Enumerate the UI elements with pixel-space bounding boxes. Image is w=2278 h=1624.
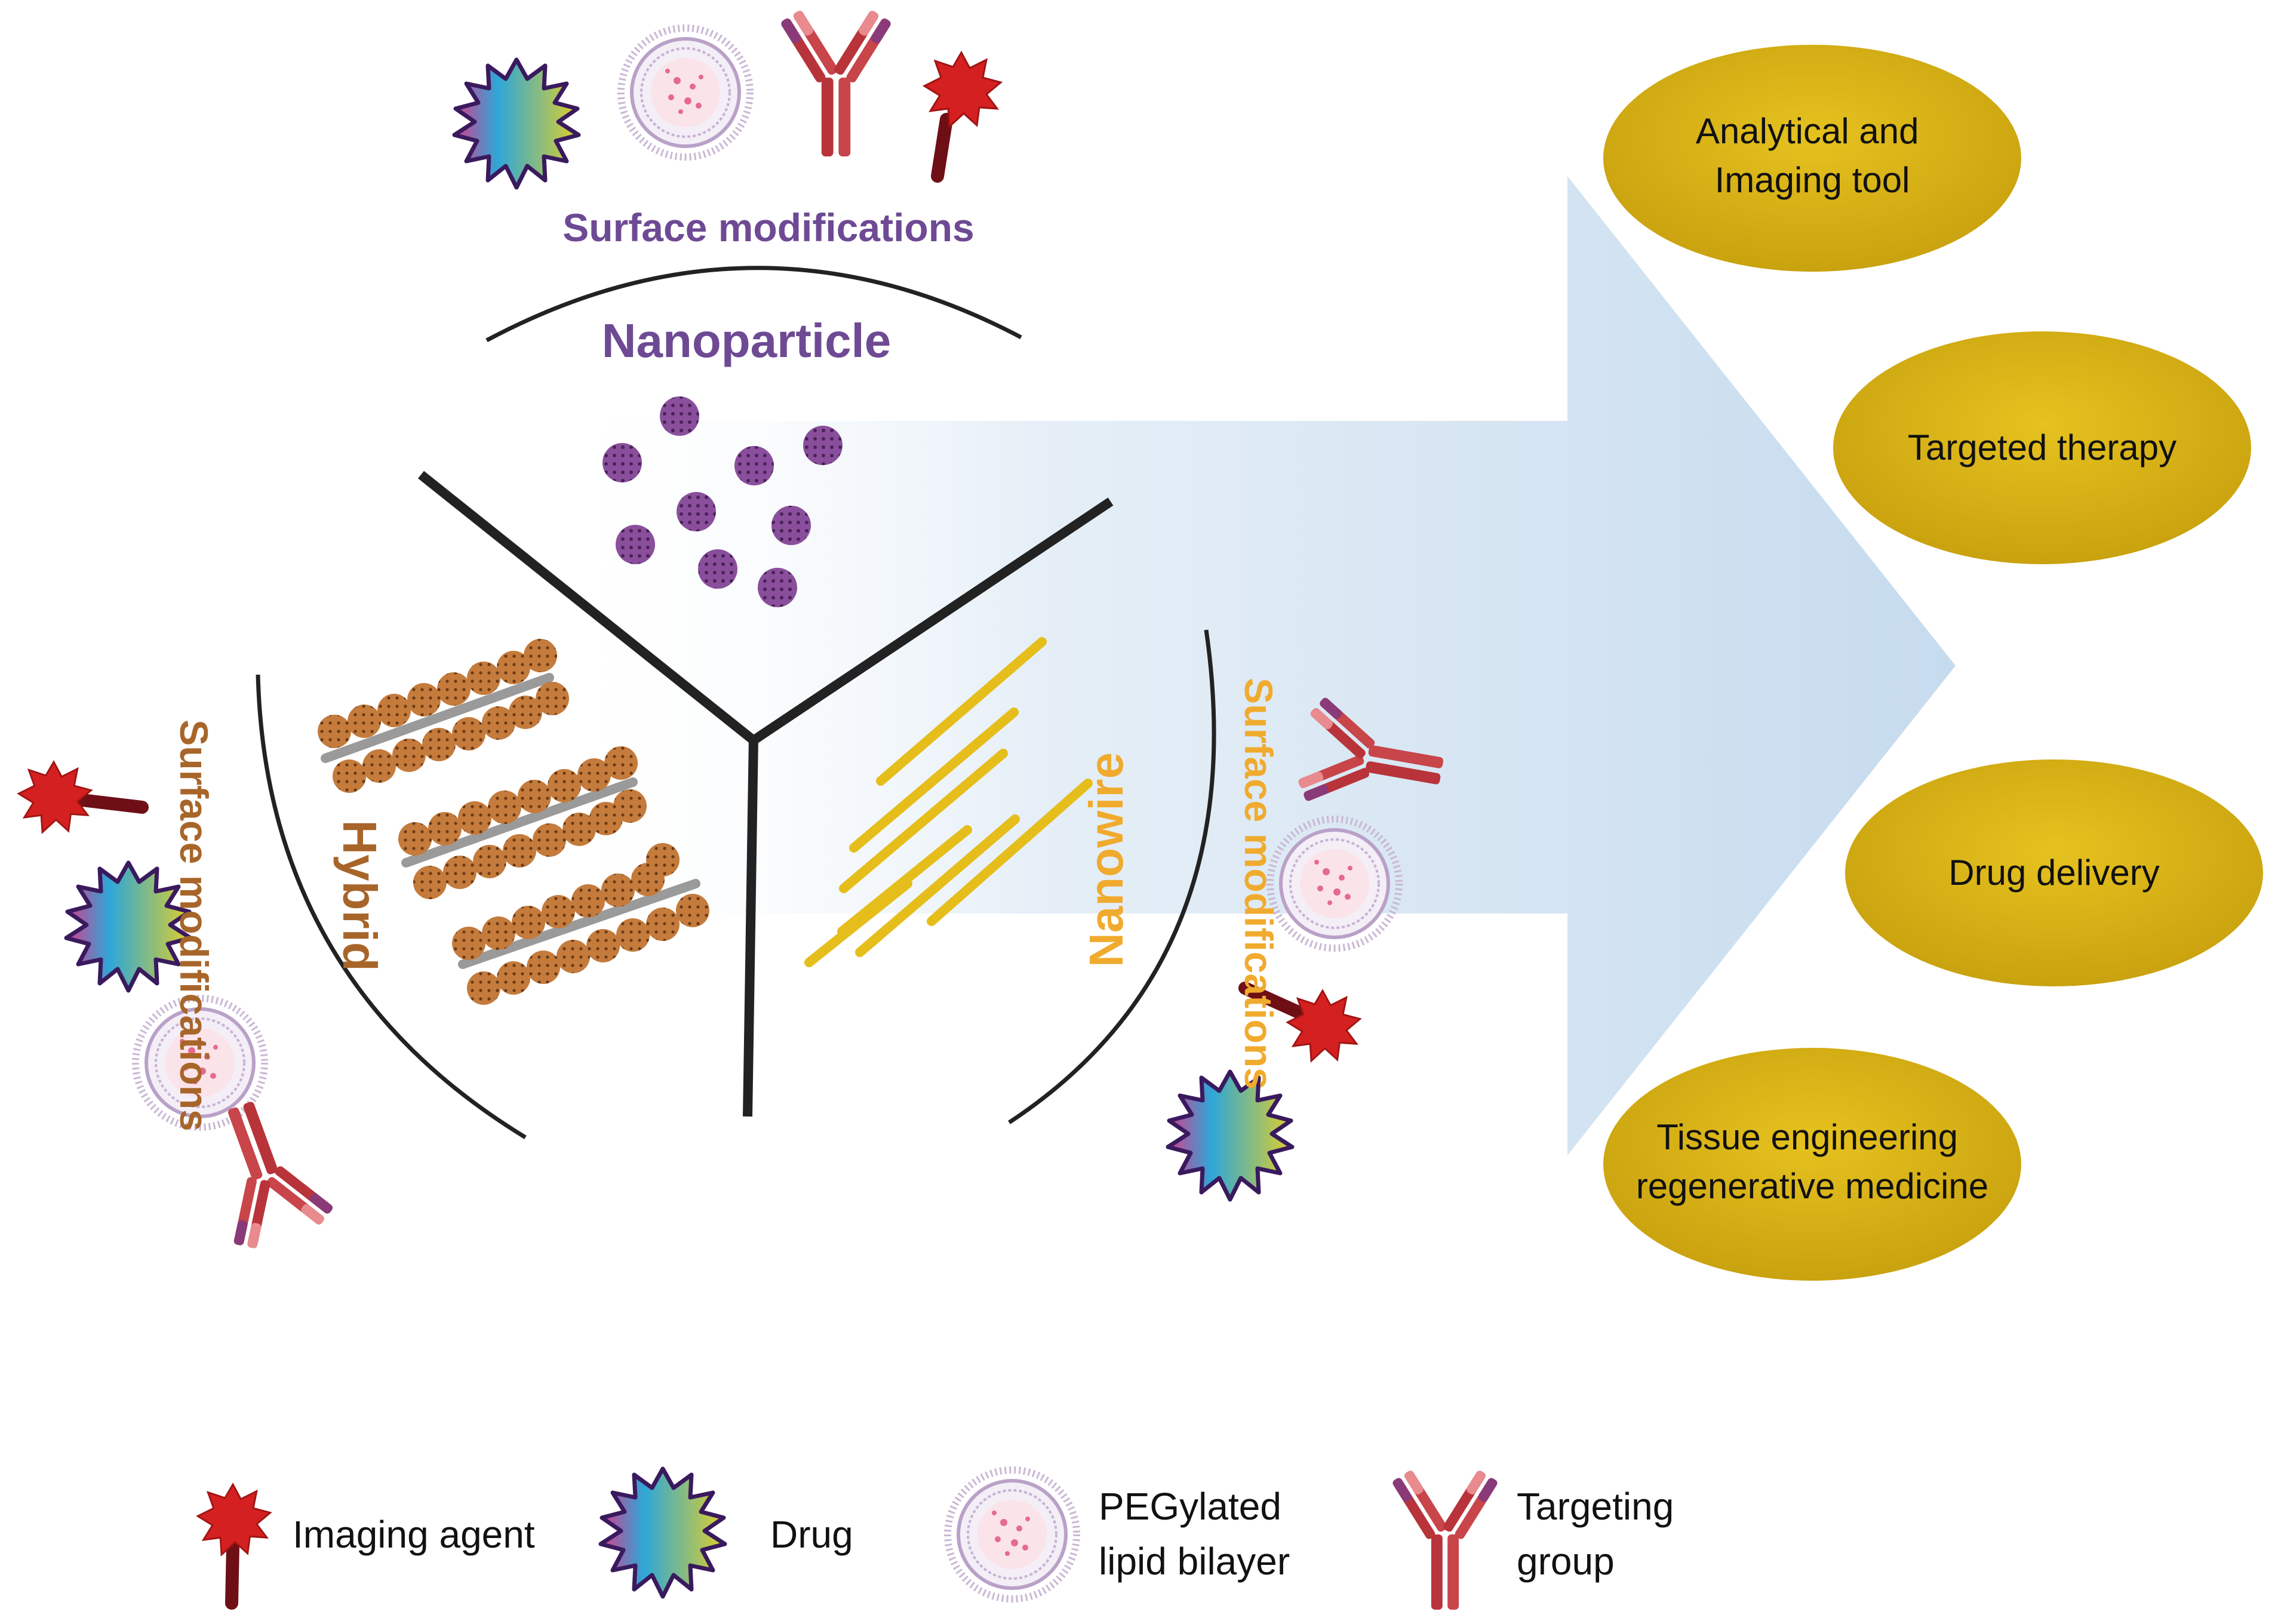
application-drug-delivery: Drug delivery — [1845, 759, 2263, 986]
application-line: Drug delivery — [1948, 853, 2159, 893]
hybrid-arc — [256, 674, 527, 1139]
y-divider — [418, 470, 1114, 1117]
pegylated-lipid-bilayer-icon — [948, 1470, 1077, 1599]
application-arrow — [537, 176, 1956, 1155]
svg-text:Targeting group: Targeting group — [1517, 1485, 1684, 1583]
nanowire-arc — [1008, 629, 1216, 1124]
legend-label: Drug — [770, 1513, 853, 1556]
imaging-agent-icon — [17, 761, 149, 833]
application-line: Tissue engineering — [1656, 1117, 1958, 1157]
legend: Imaging agent Drug PEGylated lipid bilay… — [196, 1469, 1684, 1610]
nanowire-surface-label: Surface modifications — [1237, 678, 1281, 1090]
nanoparticle-surface-label: Surface modifications — [562, 205, 974, 250]
application-tissue-engineering: Tissue engineering regenerative medicine — [1603, 1048, 2021, 1281]
nanoparticle-sphere — [803, 426, 843, 465]
application-line: Targeted therapy — [1908, 427, 2176, 467]
nanowire-rod — [849, 708, 1019, 853]
legend-label: Targeting — [1517, 1485, 1674, 1528]
nanowire-rods — [804, 637, 1093, 967]
nanoparticle-title: Nanoparticle — [602, 314, 891, 367]
legend-label: lipid bilayer — [1099, 1540, 1290, 1583]
application-line: Imaging tool — [1715, 160, 1910, 200]
application-line: regenerative medicine — [1636, 1166, 1988, 1206]
nanoparticle-spheres — [602, 396, 843, 607]
svg-text:Tissue engineering regen: Tissue engineering regenerative medicine — [1636, 1117, 1988, 1206]
legend-item-pegylated-lipid-bilayer: PEGylated lipid bilayer — [948, 1470, 1292, 1599]
svg-text:Analytical and Imaging t: Analytical and Imaging tool — [1696, 111, 1929, 200]
nanoparticle-sphere — [660, 396, 699, 436]
nanowire-rod — [804, 879, 912, 967]
targeting-group-icon — [1391, 1469, 1499, 1610]
nanoparticle-sphere — [734, 446, 774, 485]
nanoparticle-sphere — [677, 492, 716, 531]
nanoparticle-sphere — [602, 443, 642, 482]
nanoparticle-sphere — [698, 549, 737, 589]
nanowire-title: Nanowire — [1080, 752, 1133, 967]
nanoparticle-sphere — [771, 506, 811, 545]
legend-label: group — [1517, 1540, 1615, 1583]
imaging-agent-icon — [1238, 982, 1361, 1062]
drug-icon — [66, 863, 190, 991]
nanoparticle-arc — [485, 266, 1022, 343]
nanowire-rod — [876, 637, 1047, 786]
nanoparticle-sphere — [616, 525, 655, 564]
application-analytical-imaging: Analytical and Imaging tool — [1603, 45, 2021, 272]
legend-item-imaging-agent: Imaging agent — [196, 1483, 535, 1610]
imaging-agent-icon — [196, 1483, 272, 1610]
targeting-group-icon — [779, 9, 893, 157]
nanowire-rod — [927, 779, 1093, 926]
svg-text:PEGylated lipid bilaye: PEGylated lipid bilayer — [1099, 1485, 1292, 1583]
nanowire-rod — [855, 814, 1020, 957]
drug-icon — [1168, 1072, 1292, 1199]
imaging-agent-icon — [923, 51, 1002, 183]
hybrid-chain — [452, 843, 709, 1005]
nanowire-rod — [839, 749, 1008, 893]
hybrid-surface-label: Surface modifications — [172, 719, 216, 1131]
legend-label: Imaging agent — [293, 1513, 535, 1556]
application-targeted-therapy: Targeted therapy — [1833, 331, 2251, 564]
application-line: Analytical and — [1696, 111, 1919, 151]
drug-icon — [601, 1469, 725, 1597]
drug-icon — [454, 60, 579, 187]
legend-item-targeting-group: Targeting group — [1391, 1469, 1684, 1610]
legend-item-drug: Drug — [601, 1469, 853, 1597]
hybrid-chain — [318, 639, 569, 793]
hybrid-chains — [318, 639, 709, 1005]
pegylated-lipid-bilayer-icon — [621, 28, 750, 157]
hybrid-chain — [398, 746, 647, 899]
legend-label: PEGylated — [1099, 1485, 1281, 1528]
nanoparticle-sphere — [758, 568, 797, 607]
hybrid-title: Hybrid — [333, 820, 386, 971]
